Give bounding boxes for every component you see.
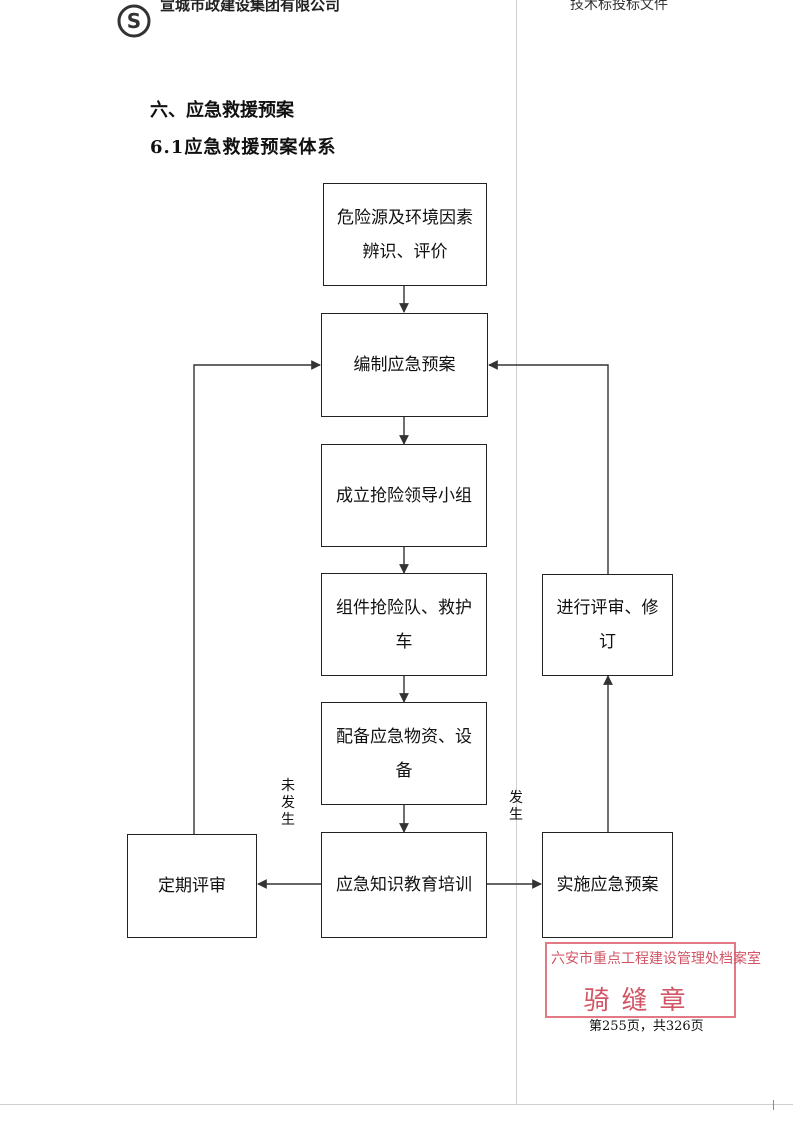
footer-line xyxy=(0,1104,793,1105)
page-number: 第255页，共326页 xyxy=(589,1019,704,1034)
box-training: 应急知识教育培训 xyxy=(321,832,487,938)
svg-text:S: S xyxy=(127,9,141,33)
box-periodic-review: 定期评审 xyxy=(127,834,257,938)
company-logo-icon: S xyxy=(117,4,151,38)
label-occurred: 发生 xyxy=(509,790,523,823)
box-hazard-identification: 危险源及环境因素辨识、评价 xyxy=(323,183,487,286)
box-rescue-team: 成立抢险领导小组 xyxy=(321,444,487,547)
box-organize-crew: 组件抢险队、救护车 xyxy=(321,573,487,676)
stamp-office-name: 六安市重点工程建设管理处档案室 xyxy=(551,951,761,967)
box-revise: 进行评审、修订 xyxy=(542,574,673,676)
box-implement-plan: 实施应急预案 xyxy=(542,832,673,938)
label-not-occurred: 未发生 xyxy=(281,778,295,828)
company-name: 宣城市政建设集团有限公司 xyxy=(160,0,341,14)
footer-tick xyxy=(773,1100,774,1110)
document-type: 技术标投标文件 xyxy=(570,0,668,13)
section-title: 六、应急救援预案 xyxy=(150,100,294,121)
seal-stamp: 六安市重点工程建设管理处档案室 骑缝章 xyxy=(545,942,761,1018)
page-divider-line xyxy=(516,0,517,1105)
box-compile-plan: 编制应急预案 xyxy=(321,313,488,417)
stamp-seam-seal: 骑缝章 xyxy=(583,986,698,1016)
box-supplies: 配备应急物资、设备 xyxy=(321,702,487,805)
section-subtitle: 6.1应急救援预案体系 xyxy=(150,137,337,158)
